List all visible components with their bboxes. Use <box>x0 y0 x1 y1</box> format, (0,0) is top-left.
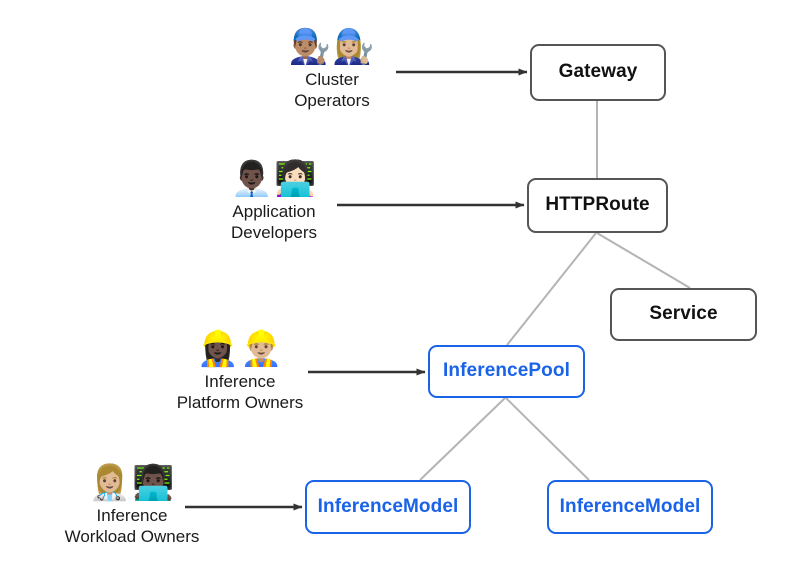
persona-application-developers: 👨🏿‍💼👩🏻‍💻Application Developers <box>204 159 344 243</box>
node-label: HTTPRoute <box>545 194 650 216</box>
persona-label: Cluster Operators <box>294 69 370 110</box>
node-label: Gateway <box>558 61 638 83</box>
node-label: InferenceModel <box>559 495 701 517</box>
node-service[interactable]: Service <box>610 288 757 341</box>
node-label: Service <box>649 303 718 325</box>
connector-inferencepool-to-inferencemodel-left <box>419 397 506 481</box>
persona-avatars-icon: 👩🏼‍⚕️👨🏿‍💻 <box>88 463 176 503</box>
node-label: InferencePool <box>443 360 570 382</box>
persona-inference-workload-owners: 👩🏼‍⚕️👨🏿‍💻Inference Workload Owners <box>48 463 216 547</box>
persona-label: Inference Platform Owners <box>176 371 304 412</box>
persona-avatars-icon: 👷🏿‍♀️👷🏼‍♂️ <box>196 329 284 369</box>
persona-inference-platform-owners: 👷🏿‍♀️👷🏼‍♂️Inference Platform Owners <box>160 329 320 413</box>
persona-cluster-operators: 👨🏽‍🔧👩🏼‍🔧Cluster Operators <box>262 27 402 111</box>
persona-label: Inference Workload Owners <box>64 505 200 546</box>
node-label: InferenceModel <box>317 495 459 517</box>
node-inferencemodel-right[interactable]: InferenceModel <box>547 480 713 534</box>
connector-inferencepool-to-inferencemodel-right <box>505 397 590 481</box>
persona-arrows <box>185 68 528 511</box>
connector-httproute-to-inferencepool <box>506 232 597 346</box>
connector-httproute-to-service <box>596 232 691 289</box>
persona-avatars-icon: 👨🏽‍🔧👩🏼‍🔧 <box>288 27 376 67</box>
persona-label: Application Developers <box>231 201 317 242</box>
persona-avatars-icon: 👨🏿‍💼👩🏻‍💻 <box>230 159 318 199</box>
node-httproute[interactable]: HTTPRoute <box>527 178 668 233</box>
node-gateway[interactable]: Gateway <box>530 44 666 101</box>
node-inferencemodel-left[interactable]: InferenceModel <box>305 480 471 534</box>
node-inferencepool[interactable]: InferencePool <box>428 345 585 398</box>
